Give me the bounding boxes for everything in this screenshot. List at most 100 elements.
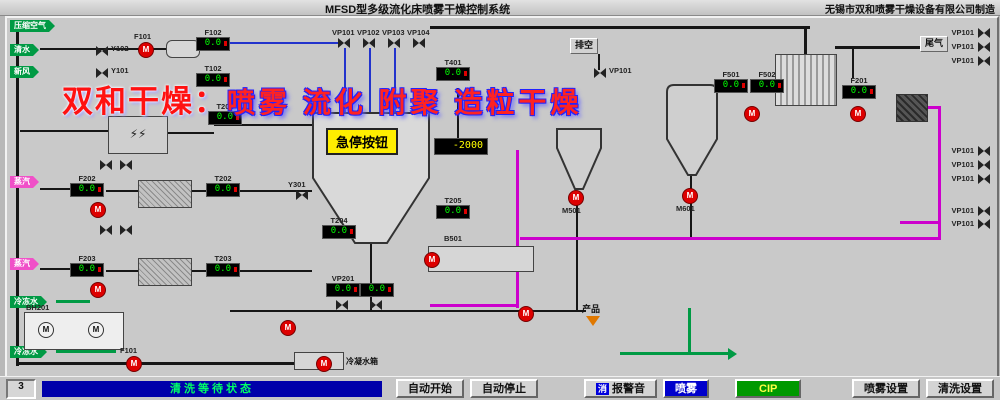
pump-icon[interactable]: M xyxy=(138,42,154,58)
valve-icon[interactable] xyxy=(120,160,132,170)
pipe xyxy=(190,190,312,192)
pipe xyxy=(344,48,346,112)
pipe xyxy=(16,362,316,365)
pump-icon[interactable]: M xyxy=(316,356,332,372)
display-tag: T401 xyxy=(444,58,462,67)
display-tag: F203 xyxy=(78,254,96,263)
inlet-steam-2: 蒸汽 xyxy=(10,258,39,270)
valve-icon[interactable] xyxy=(388,38,400,48)
valve-icon[interactable] xyxy=(978,206,990,216)
motor-icon: M xyxy=(38,322,54,338)
pump-icon[interactable]: M xyxy=(568,190,584,206)
valve-tag: VP101 xyxy=(332,28,355,37)
product-label: 产品 xyxy=(582,304,601,314)
fluid-bed xyxy=(428,246,534,272)
pipe xyxy=(16,26,19,366)
valve-icon[interactable] xyxy=(413,38,425,48)
display-tag: F502 xyxy=(758,70,776,79)
pipe xyxy=(688,308,691,354)
mute-label: 报警音 xyxy=(612,382,646,395)
heat-exchanger-1 xyxy=(138,180,192,208)
pump-icon[interactable]: M xyxy=(682,188,698,204)
pump-icon[interactable]: M xyxy=(424,252,440,268)
pump-icon[interactable]: M xyxy=(90,282,106,298)
auto-stop-button[interactable]: 自动停止 xyxy=(470,379,538,398)
display-value: 0.0 xyxy=(322,225,356,239)
valve-icon[interactable] xyxy=(978,219,990,229)
valve-icon[interactable] xyxy=(978,56,990,66)
valve-icon[interactable] xyxy=(96,46,108,56)
valve-tag: VP101 xyxy=(951,146,974,155)
pipe xyxy=(852,49,854,78)
valve-icon[interactable] xyxy=(120,225,132,235)
pipe xyxy=(835,46,923,49)
display-aux: 0.0 xyxy=(360,274,394,297)
mute-alarm-button[interactable]: 消 报警音 xyxy=(584,379,658,398)
pipe xyxy=(516,150,519,308)
bag-filter xyxy=(775,54,837,106)
valve-icon[interactable] xyxy=(338,38,350,48)
auto-start-button[interactable]: 自动开始 xyxy=(396,379,464,398)
valve-icon[interactable] xyxy=(100,160,112,170)
display-tag: F501 xyxy=(722,70,740,79)
valve-icon[interactable] xyxy=(978,28,990,38)
valve-icon[interactable] xyxy=(363,38,375,48)
pipe xyxy=(40,48,196,50)
display-tag: F201 xyxy=(850,76,868,85)
pump-icon[interactable]: M xyxy=(280,320,296,336)
pump-icon[interactable]: M xyxy=(518,306,534,322)
pipe xyxy=(56,350,116,353)
title-bar: MFSD型多级流化床喷雾干燥控制系统 无锡市双和喷雾干燥设备有限公司制造 xyxy=(0,0,1000,16)
display-value: 0.0 xyxy=(436,205,470,219)
emergency-stop-button[interactable]: 急停按钮 xyxy=(326,128,399,155)
valve-tag: VP101 xyxy=(951,56,974,65)
pipe xyxy=(690,176,692,237)
pump-icon[interactable]: M xyxy=(850,106,866,122)
display-tag: T202 xyxy=(214,174,232,183)
cyclone-2 xyxy=(666,84,718,176)
pipe xyxy=(226,42,342,44)
valve-icon[interactable] xyxy=(978,160,990,170)
flow-arrow-icon xyxy=(728,348,743,360)
page-indicator[interactable]: 3 xyxy=(6,378,36,399)
pump-icon[interactable]: M xyxy=(90,202,106,218)
valve-icon[interactable] xyxy=(978,146,990,156)
spray-settings-button[interactable]: 喷雾设置 xyxy=(852,379,920,398)
cyclone-1 xyxy=(556,128,602,190)
spray-button[interactable]: 喷雾 xyxy=(663,379,710,398)
product-arrow-icon xyxy=(586,316,600,333)
electric-heater: ⚡⚡ xyxy=(108,116,168,154)
pipe xyxy=(620,352,730,355)
valve-icon[interactable] xyxy=(336,300,348,310)
vent-label: 排空 xyxy=(570,38,599,54)
cip-button[interactable]: CIP xyxy=(735,379,802,398)
valve-icon[interactable] xyxy=(370,300,382,310)
valve-icon[interactable] xyxy=(100,225,112,235)
condensate-label: 冷凝水箱 xyxy=(346,357,378,366)
equipment-tag: BH201 xyxy=(26,303,50,312)
valve-icon[interactable] xyxy=(96,68,108,78)
pump-icon[interactable]: M xyxy=(126,356,142,372)
display-tag: T102 xyxy=(204,64,222,73)
display-tag: F102 xyxy=(204,28,222,37)
pipe xyxy=(40,268,72,270)
valve-icon[interactable] xyxy=(978,174,990,184)
pipe xyxy=(598,54,600,70)
clean-settings-button[interactable]: 清洗设置 xyxy=(926,379,994,398)
pump-icon[interactable]: M xyxy=(744,106,760,122)
equipment-tag: F101 xyxy=(134,32,152,41)
condenser xyxy=(896,94,928,122)
display-value: 0.0 xyxy=(208,111,242,125)
valve-icon[interactable] xyxy=(296,190,308,200)
display-tag: VP201 xyxy=(331,274,355,283)
valve-icon[interactable] xyxy=(594,68,606,78)
display-value: 0.0 xyxy=(714,79,748,93)
valve-icon[interactable] xyxy=(978,42,990,52)
